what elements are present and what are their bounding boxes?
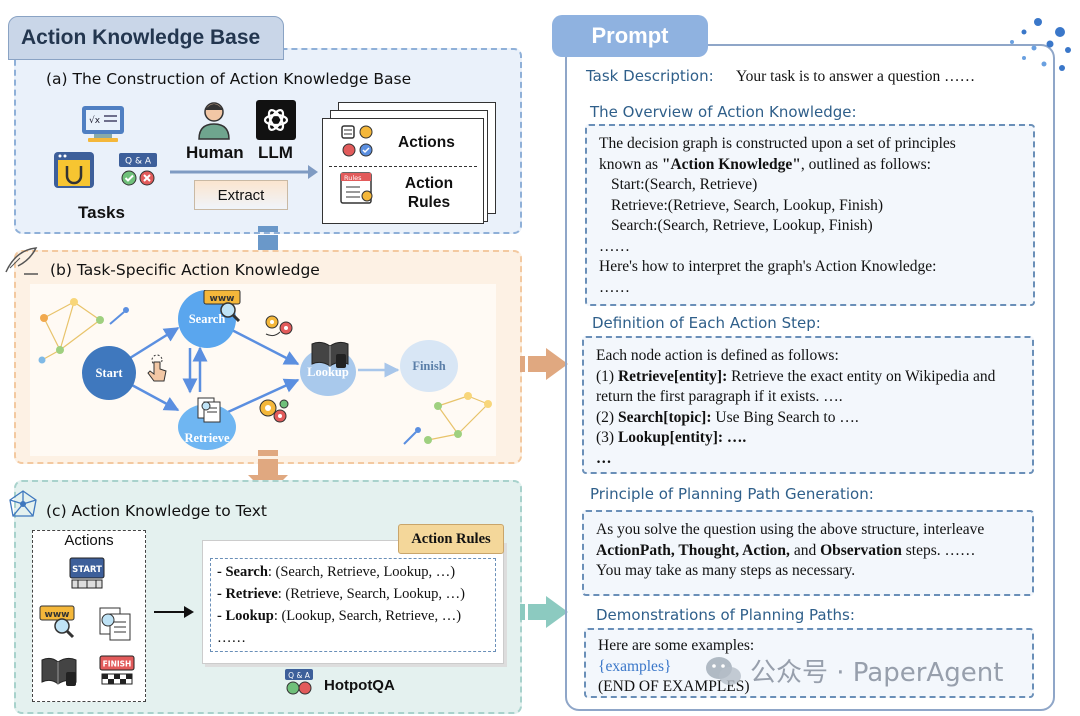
svg-text:www: www xyxy=(210,294,235,304)
rules-ellipsis: …… xyxy=(217,630,246,646)
www-search-icon: www xyxy=(203,290,241,322)
definition-2: (2) Search[topic]: Use Bing Search to …. xyxy=(596,408,859,426)
gears-icon xyxy=(265,315,293,337)
book-hand-icon xyxy=(41,657,77,686)
network-icon-2 xyxy=(403,392,492,445)
overview-item: Search:(Search, Retrieve, Lookup, Finish… xyxy=(611,217,873,234)
section-b-title: (b) Task-Specific Action Knowledge xyxy=(50,261,320,279)
rule-lookup: - Lookup: (Lookup, Search, Retrieve, …) xyxy=(217,608,462,624)
overview-ellipsis-2: …… xyxy=(599,278,630,296)
node-start: Start xyxy=(82,346,136,400)
hand-click-icon xyxy=(147,354,167,382)
svg-text:Rules: Rules xyxy=(344,174,362,182)
overview-item: Retrieve:(Retrieve, Search, Lookup, Fini… xyxy=(611,196,884,214)
book-icon xyxy=(311,341,349,368)
wechat-icon xyxy=(706,657,741,685)
prompt-frame xyxy=(565,44,1055,711)
tasks-label: Tasks xyxy=(78,203,125,222)
extract-arrow xyxy=(170,165,318,179)
action-rules-tag: Action Rules xyxy=(398,524,504,554)
task-description-text: Your task is to answer a question …… xyxy=(736,68,976,85)
hotpotqa-icon: Q & A xyxy=(285,669,313,695)
principle-line-3: You may take as many steps as necessary. xyxy=(596,562,856,579)
qa-icon: Q & A xyxy=(119,153,157,186)
demonstrations-box: Here are some examples: {examples} (END … xyxy=(584,628,1034,698)
overview-line: The decision graph is constructed upon a… xyxy=(599,135,956,152)
human-icon xyxy=(198,102,230,140)
task-description-label: Task Description: xyxy=(586,67,714,85)
actions-label: Actions xyxy=(398,134,455,151)
extract-label: Extract xyxy=(194,180,288,210)
rule-search: - Search: (Search, Retrieve, Lookup, …) xyxy=(217,564,456,580)
watermark: 公众号 · PaperAgent xyxy=(750,658,1004,688)
prompt-title: Prompt xyxy=(552,15,708,57)
finish-icon: FINISH xyxy=(99,655,135,685)
principle-line: As you solve the question using the abov… xyxy=(596,521,985,538)
definition-box: Each node action is defined as follows: … xyxy=(582,336,1034,474)
rules-list: - Search: (Search, Retrieve, Lookup, …) … xyxy=(210,558,496,652)
principle-box: As you solve the question using the abov… xyxy=(582,510,1034,596)
section-c-title: (c) Action Knowledge to Text xyxy=(46,502,267,520)
network-icon xyxy=(38,298,129,364)
svg-text:Q & A: Q & A xyxy=(125,157,152,167)
arrow-to-prompt-orange xyxy=(520,348,568,380)
right-arrow xyxy=(154,606,194,618)
overview-item: Start:(Search, Retrieve) xyxy=(611,176,758,193)
llm-label: LLM xyxy=(258,143,293,162)
dots-decoration-icon xyxy=(1010,18,1071,71)
overview-line-2: known as "Action Knowledge", outlined as… xyxy=(599,155,931,173)
node-finish: Finish xyxy=(400,340,458,392)
overview-box: The decision graph is constructed upon a… xyxy=(585,124,1035,306)
actions-box-title: Actions xyxy=(64,532,114,549)
svg-text:Q & A: Q & A xyxy=(288,671,311,680)
human-label: Human xyxy=(186,143,244,162)
demo-line: Here are some examples: xyxy=(598,637,755,654)
actions-icon xyxy=(341,125,373,157)
section-a-title: (a) The Construction of Action Knowledge… xyxy=(46,70,412,88)
shopping-icon xyxy=(54,152,94,188)
svg-text:√x: √x xyxy=(89,115,101,126)
demo-end: (END OF EXAMPLES) xyxy=(598,678,750,695)
overview-interpret: Here's how to interpret the graph's Acti… xyxy=(599,258,937,275)
definition-1: (1) Retrieve[entity]: Retrieve the exact… xyxy=(596,367,996,385)
svg-text:FINISH: FINISH xyxy=(103,660,132,669)
start-icon: START xyxy=(69,557,105,589)
definition-3: (3) Lookup[entity]: …. xyxy=(596,429,747,446)
gears-icon-2 xyxy=(259,399,289,423)
principle-heading: Principle of Planning Path Generation: xyxy=(590,485,874,503)
rules-card xyxy=(202,540,504,664)
svg-text:START: START xyxy=(72,565,102,575)
rules-icon: Rules xyxy=(340,172,373,204)
computer-icon: √x xyxy=(82,106,124,142)
definition-intro: Each node action is defined as follows: xyxy=(596,347,839,364)
network-node-icon xyxy=(9,490,37,517)
action-rules-label: Action Rules xyxy=(404,175,454,211)
graph-edges xyxy=(129,326,400,414)
definition-ellipsis: … xyxy=(596,449,612,467)
svg-text:www: www xyxy=(45,610,70,620)
document-search-icon xyxy=(99,607,131,641)
retrieve-doc-icon xyxy=(197,397,221,423)
arrow-to-prompt-teal xyxy=(520,596,568,628)
overview-heading: The Overview of Action Knowledge: xyxy=(590,103,857,121)
llm-logo-icon xyxy=(256,100,296,140)
www-search-icon-2: www xyxy=(39,605,75,639)
principle-line-2: ActionPath, Thought, Action, and Observa… xyxy=(596,541,976,559)
definition-heading: Definition of Each Action Step: xyxy=(592,314,821,332)
action-knowledge-base-title: Action Knowledge Base xyxy=(8,16,284,60)
feather-icon xyxy=(5,247,38,275)
demo-examples: {examples} xyxy=(598,657,672,675)
rule-retrieve: - Retrieve: (Retrieve, Search, Lookup, …… xyxy=(217,586,466,602)
hotpotqa-label: HotpotQA xyxy=(324,677,395,694)
actions-rules-card xyxy=(322,118,484,224)
definition-1-cont: return the first paragraph if it exists.… xyxy=(596,388,843,405)
demonstrations-heading: Demonstrations of Planning Paths: xyxy=(596,606,855,624)
overview-ellipsis: …… xyxy=(599,237,630,255)
